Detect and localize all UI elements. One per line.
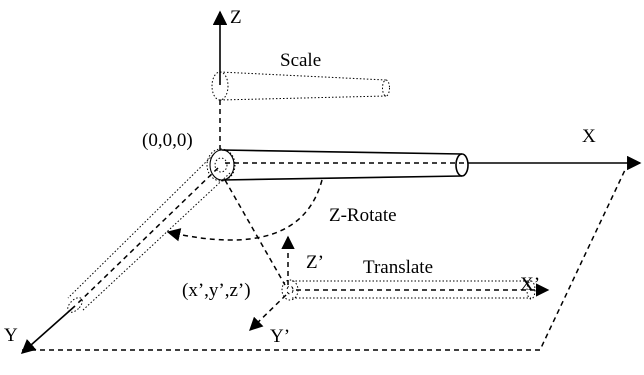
origin-marker-outer [206,148,236,182]
z-rotate-label: Z-Rotate [329,205,397,226]
z-axis-label: Z [230,7,242,28]
y-axis-dashed [77,167,219,304]
scale-cylinder [211,71,390,101]
translation-path [224,179,286,286]
translate-label: Translate [363,257,433,278]
scale-label: Scale [280,50,321,71]
origin-marker-inner [214,157,228,173]
origin-label: (0,0,0) [142,130,193,151]
x-axis-label: X [582,126,596,147]
ground-plane [22,169,626,351]
y-axis-line [20,305,76,354]
y-cylinder [67,154,231,313]
y-axis-label: Y [4,325,18,346]
translated-cylinder [281,279,536,301]
local-y-axis [249,294,287,331]
local-origin-label: (x’,y’,z’) [182,280,251,301]
x-cylinder [209,149,469,181]
local-z-label: Z’ [306,252,324,273]
z-rotate-arc [166,179,323,242]
local-y-label: Y’ [270,326,290,347]
local-x-label: X’ [520,274,540,295]
